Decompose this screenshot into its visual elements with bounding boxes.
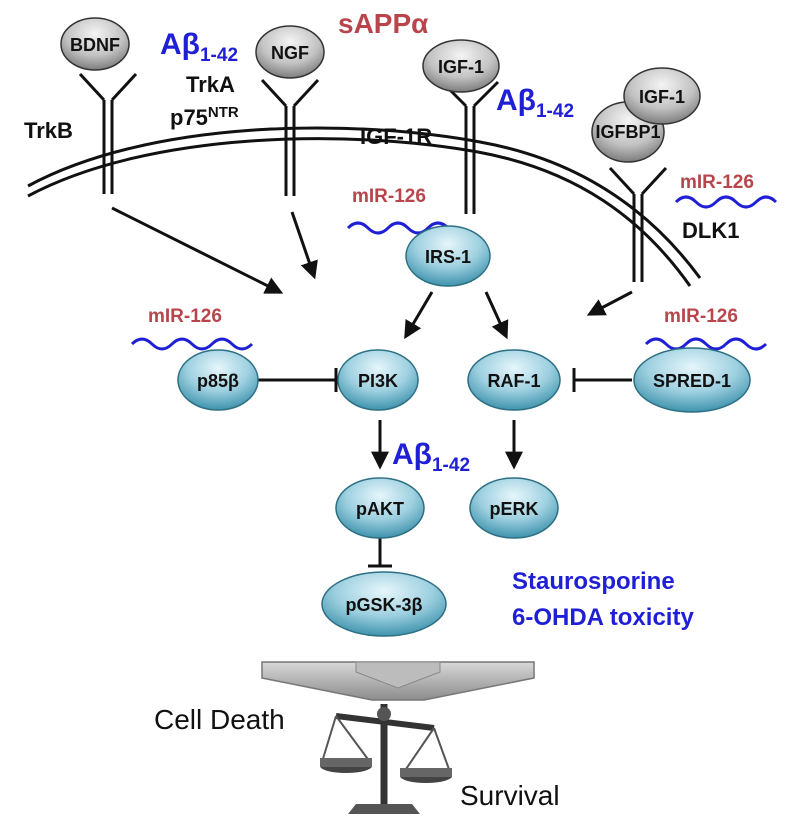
spred1-node: SPRED-1 (633, 347, 751, 413)
sappa-label: sAPPα (338, 8, 429, 39)
p75-superscript: NTR (207, 104, 239, 121)
dlk1-receptor (608, 166, 668, 282)
trka-receptor (260, 78, 320, 196)
bdnf-label: BDNF (70, 35, 120, 55)
igfbp1-label: IGFBP1 (595, 122, 660, 142)
survival-label: Survival (460, 780, 560, 811)
abeta-subscript: 1-42 (535, 101, 575, 122)
abeta-subscript: 1-42 (431, 455, 471, 476)
pi3k-label: PI3K (358, 371, 398, 391)
igf1-ligand: IGF-1 (422, 39, 500, 93)
igf1-complex-label: IGF-1 (639, 87, 685, 107)
mir126-label-spred1: mIR-126 (664, 306, 738, 327)
mir126-wave-dlk1 (674, 195, 778, 209)
cell-death-label: Cell Death (154, 704, 285, 735)
mir126-wave-igf1r (346, 221, 450, 235)
trkb-label: TrkB (24, 118, 73, 143)
cell-membrane (27, 126, 702, 287)
irs1-label: IRS-1 (425, 247, 471, 267)
inhibit-pakt-pgsk3b (368, 538, 392, 568)
toxicity-line-1: Staurosporine (512, 568, 675, 595)
toxicity-line-2: 6-OHDA toxicity (512, 604, 694, 631)
irs1-node: IRS-1 (405, 225, 491, 287)
outcome-arrow (261, 661, 535, 701)
mir126-wave-spred1 (644, 337, 768, 351)
perk-node: pERK (469, 477, 559, 539)
mir126-label-igf1r: mIR-126 (352, 186, 426, 207)
arrow-dlk1-to-raf1 (586, 290, 633, 316)
raf1-label: RAF-1 (488, 371, 541, 391)
abeta-label-igf1r: Aβ1-42 (496, 84, 574, 123)
ngf-label: NGF (271, 43, 309, 63)
p75-label: p75NTR (170, 104, 239, 131)
arrow-irs1-to-raf1 (484, 291, 509, 340)
igf1r-label: IGF-1R (360, 124, 433, 149)
abeta-text: Aβ (392, 438, 432, 471)
igf1-complex-ligand: IGF-1 (623, 67, 701, 125)
arrow-trka-to-pi3k (290, 211, 318, 280)
pi3k-node: PI3K (337, 349, 419, 411)
abeta-text: Aβ (160, 28, 200, 61)
p85b-node: p85β (177, 349, 259, 411)
mir126-label-dlk1: mIR-126 (680, 172, 754, 193)
abeta-subscript: 1-42 (199, 45, 239, 66)
p85b-label: p85β (197, 371, 239, 391)
pakt-label: pAKT (356, 499, 404, 519)
bdnf-ligand: BDNF (60, 17, 130, 71)
inhibit-spred1-raf1 (572, 368, 632, 392)
trka-label: TrkA (186, 72, 235, 97)
igf1-label: IGF-1 (438, 57, 484, 77)
abeta-label-pakt: Aβ1-42 (392, 438, 470, 477)
pgsk3b-node: pGSK-3β (321, 571, 447, 637)
raf1-node: RAF-1 (467, 349, 561, 411)
mir126-label-p85: mIR-126 (148, 306, 222, 327)
mir126-wave-p85 (130, 337, 254, 351)
p75-text: p75 (170, 105, 208, 130)
perk-label: pERK (490, 499, 539, 519)
inhibit-p85b-pi3k (258, 368, 338, 392)
pakt-node: pAKT (335, 477, 425, 539)
abeta-label-ngf: Aβ1-42 (160, 28, 238, 67)
spred1-label: SPRED-1 (653, 371, 731, 391)
abeta-text: Aβ (496, 84, 536, 117)
trkb-receptor (78, 72, 138, 194)
arrow-irs1-to-pi3k (404, 291, 434, 340)
balance-scale-icon (320, 704, 452, 814)
arrow-trkb-to-pi3k (111, 206, 284, 294)
ngf-ligand: NGF (255, 25, 325, 79)
pgsk3b-label: pGSK-3β (346, 595, 423, 615)
dlk1-label: DLK1 (682, 218, 740, 243)
